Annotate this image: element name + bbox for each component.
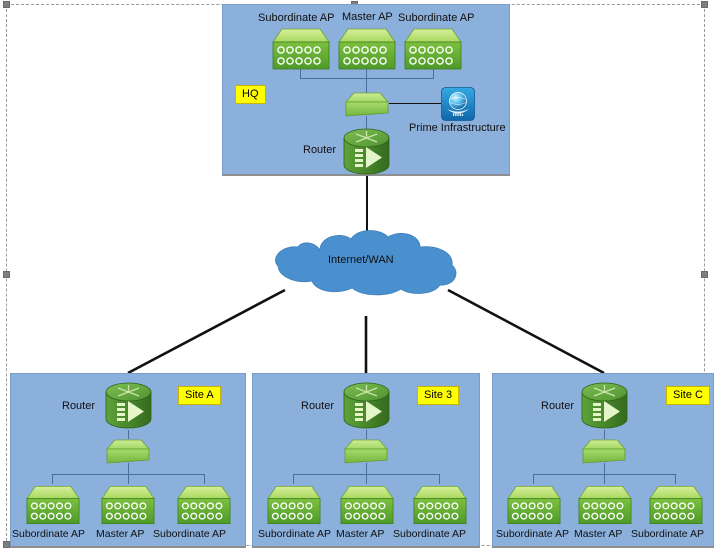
- site-a-router[interactable]: [104, 382, 153, 429]
- hq-tag[interactable]: HQ: [235, 85, 266, 104]
- resize-handle-middle-right[interactable]: [701, 271, 708, 278]
- site-a-ap-drop-2: [128, 474, 129, 484]
- cloud-label: Internet/WAN: [328, 254, 394, 266]
- site-c-ap-drop-1: [533, 474, 534, 484]
- hq-ap-label-3: Subordinate AP: [398, 12, 475, 24]
- site-b-access-point-1[interactable]: [267, 484, 321, 526]
- site-c-ap-drop-2: [604, 474, 605, 484]
- site-b-router-switch-link: [366, 430, 367, 439]
- hq-ap-label-2: Master AP: [342, 11, 393, 23]
- site-b-router-label: Router: [301, 400, 335, 412]
- site-b-access-point-3[interactable]: [413, 484, 467, 526]
- site-a-access-point-3[interactable]: [177, 484, 231, 526]
- hq-master-ap-uplink: [366, 69, 367, 93]
- hq-wan-trunk: [366, 176, 368, 236]
- site-b-tag[interactable]: Site 3: [417, 386, 460, 405]
- site-c-switch[interactable]: [582, 438, 626, 466]
- site-a-switch[interactable]: [106, 438, 150, 466]
- hq-ap-drop-3: [433, 69, 434, 78]
- site-c-access-point-2[interactable]: [578, 484, 632, 526]
- site-a-access-point-1[interactable]: [26, 484, 80, 526]
- resize-handle-top-right[interactable]: [701, 1, 708, 8]
- wan-to-site-links: [127, 288, 605, 375]
- hq-prime-link: [389, 103, 441, 104]
- site-a-ap-drop-1: [52, 474, 53, 484]
- hq-ap-bus: [300, 78, 434, 79]
- site-c-router-label: Router: [541, 400, 575, 412]
- site-b-ap-drop-1: [293, 474, 294, 484]
- hq-access-point-3[interactable]: [404, 27, 462, 71]
- hq-router-label: Router: [303, 144, 337, 156]
- site-b-switch-down: [366, 463, 367, 474]
- site-c-ap-label-1: Subordinate AP: [496, 528, 569, 540]
- wan-link-site-c: [447, 288, 605, 375]
- site-b-ap-drop-3: [439, 474, 440, 484]
- site-c-router-switch-link: [604, 430, 605, 439]
- site-c-ap-label-3: Subordinate AP: [631, 528, 704, 540]
- site-b-switch[interactable]: [344, 438, 388, 466]
- site-b-ap-drop-2: [366, 474, 367, 484]
- site-a-ap-label-3: Subordinate AP: [153, 528, 226, 540]
- site-c-tag[interactable]: Site C: [666, 386, 710, 405]
- site-b-ap-label-1: Subordinate AP: [258, 528, 331, 540]
- site-a-ap-label-1: Subordinate AP: [12, 528, 85, 540]
- hq-access-point-1[interactable]: [272, 27, 330, 71]
- site-c-access-point-3[interactable]: [649, 484, 703, 526]
- site-a-router-switch-link: [128, 430, 129, 439]
- hq-ap-drop-1: [300, 69, 301, 78]
- site-a-router-label: Router: [62, 400, 96, 412]
- site-a-ap-drop-3: [204, 474, 205, 484]
- site-b-router[interactable]: [342, 382, 391, 429]
- wan-link-site-a: [127, 288, 286, 375]
- site-b-access-point-2[interactable]: [340, 484, 394, 526]
- site-b-ap-label-3: Subordinate AP: [393, 528, 466, 540]
- prime-infrastructure-icon[interactable]: [441, 87, 475, 121]
- hq-router[interactable]: [342, 128, 391, 175]
- site-c-router[interactable]: [580, 382, 629, 429]
- site-c-access-point-1[interactable]: [507, 484, 561, 526]
- site-c-ap-drop-3: [675, 474, 676, 484]
- site-a-switch-down: [128, 463, 129, 474]
- prime-infrastructure-label: Prime Infrastructure: [409, 122, 506, 134]
- resize-handle-bottom-left[interactable]: [3, 541, 10, 548]
- hq-switch[interactable]: [345, 91, 389, 119]
- hq-access-point-2[interactable]: [338, 27, 396, 71]
- hq-switch-router-link: [366, 116, 367, 131]
- site-a-ap-label-2: Master AP: [96, 528, 145, 540]
- site-c-switch-down: [604, 463, 605, 474]
- site-c-ap-label-2: Master AP: [574, 528, 623, 540]
- site-b-ap-label-2: Master AP: [336, 528, 385, 540]
- hq-ap-label-1: Subordinate AP: [258, 12, 335, 24]
- site-a-access-point-2[interactable]: [101, 484, 155, 526]
- internet-wan-cloud[interactable]: Internet/WAN: [268, 228, 464, 303]
- site-a-tag[interactable]: Site A: [178, 386, 221, 405]
- resize-handle-middle-left[interactable]: [3, 271, 10, 278]
- resize-handle-top-left[interactable]: [3, 1, 10, 8]
